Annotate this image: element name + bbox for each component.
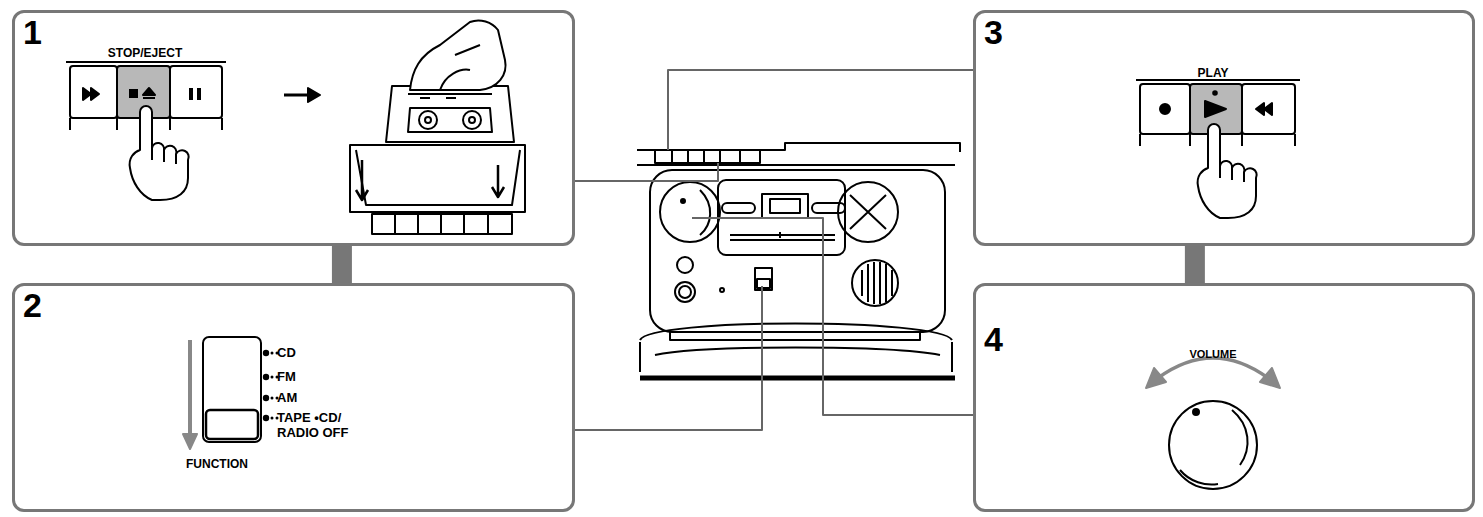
step-panel: 4VOLUME — [973, 283, 1475, 512]
switch-position: FM — [277, 370, 296, 385]
hand — [1198, 124, 1257, 218]
button-label: STOP/EJECT — [85, 47, 205, 61]
step-panel: 1STOP/EJECT — [12, 10, 575, 246]
step-connector — [332, 246, 352, 283]
hand — [130, 106, 189, 200]
switch-position: CD — [277, 346, 296, 361]
leader-lines — [575, 70, 973, 430]
hand — [410, 20, 506, 90]
step-connector — [1185, 246, 1205, 283]
tuning-dial — [838, 182, 898, 242]
step-arrow — [284, 88, 320, 102]
step-number: 3 — [984, 13, 1003, 52]
function-switch — [755, 268, 772, 290]
switch-position: TAPE •CD/ RADIO OFF — [277, 411, 363, 441]
step-number: 2 — [23, 286, 42, 325]
cassette-deck — [350, 20, 525, 234]
knob-label: VOLUME — [1173, 348, 1253, 361]
play-buttons — [1136, 80, 1300, 218]
function-slider — [183, 337, 279, 449]
boombox — [637, 143, 960, 378]
step-number: 1 — [23, 13, 42, 52]
volume-knob — [660, 182, 720, 242]
button-label: PLAY — [1173, 67, 1253, 81]
step-number: 4 — [984, 320, 1003, 359]
volume-dial — [1146, 358, 1280, 489]
switch-position: AM — [277, 391, 297, 406]
switch-label: FUNCTION — [177, 458, 257, 472]
step-panel: 3PLAY — [973, 10, 1475, 246]
step-panel: 2CD FM AM TAPE •CD/ RADIO OFF FUNCTION — [12, 283, 575, 512]
tape-buttons — [66, 62, 226, 200]
